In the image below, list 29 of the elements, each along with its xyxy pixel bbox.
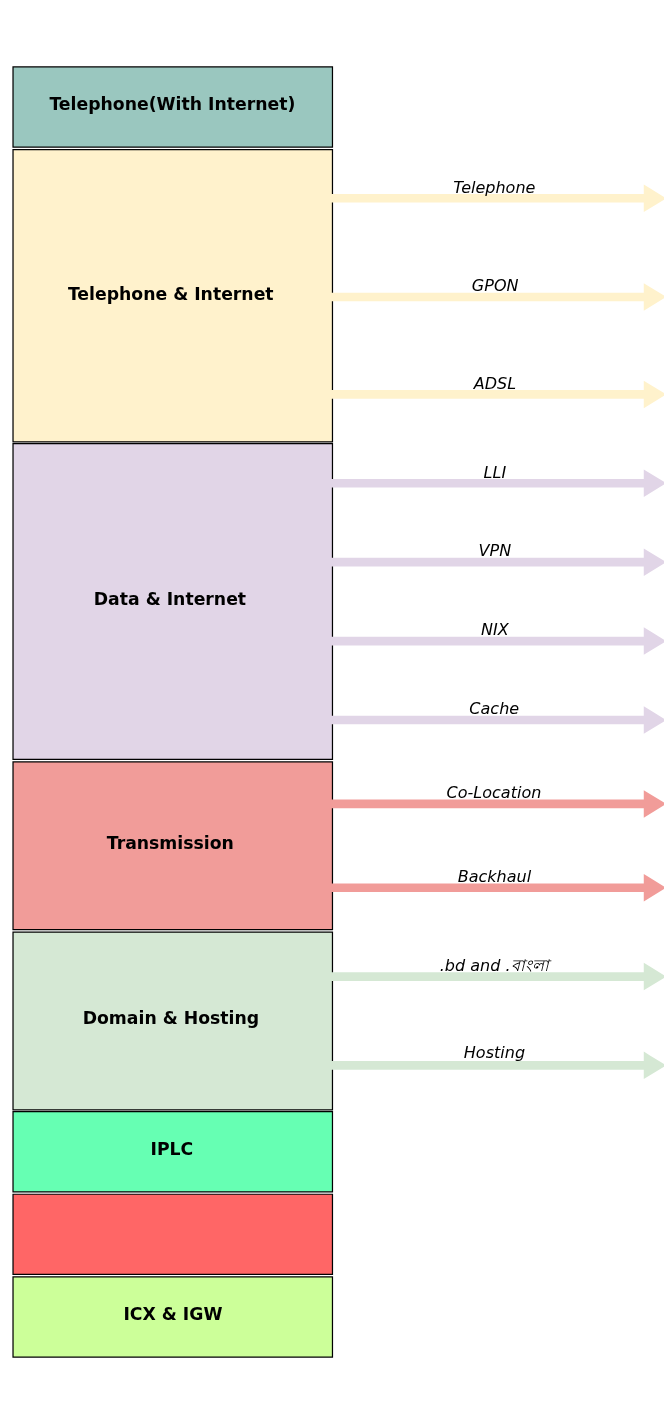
node-box: Data & Internet	[12, 442, 334, 760]
edge-label: ADSL	[473, 373, 517, 393]
edge-label: Cache	[469, 698, 520, 718]
arrow	[330, 380, 664, 408]
node-box: Telephone(With Internet)	[12, 65, 334, 148]
node-box: ICX & IGW	[12, 1275, 334, 1358]
arrow	[330, 789, 664, 818]
edge-label: NIX	[481, 619, 509, 639]
edge-label: Hosting	[463, 1042, 526, 1062]
edge-label: Telephone	[453, 177, 536, 197]
node-box: Telephone & Internet	[12, 148, 334, 442]
edge-label: VPN	[478, 540, 512, 560]
arrow	[330, 468, 664, 497]
node-box: Domain & Hosting	[12, 931, 334, 1110]
arrow	[330, 184, 664, 212]
arrow	[330, 282, 664, 311]
edge-label: Backhaul	[457, 866, 532, 886]
edge-label: LLI	[483, 462, 507, 482]
edge-label: GPON	[471, 275, 519, 295]
arrow	[330, 1051, 664, 1079]
node-box	[12, 1193, 334, 1275]
arrow	[330, 547, 664, 576]
arrow	[330, 962, 664, 990]
arrow	[330, 705, 664, 734]
node-box: IPLC	[12, 1110, 334, 1192]
arrow	[330, 873, 664, 901]
edge-label: Co-Location	[446, 782, 542, 802]
node-box: Transmission	[12, 760, 334, 930]
arrow	[330, 626, 664, 655]
